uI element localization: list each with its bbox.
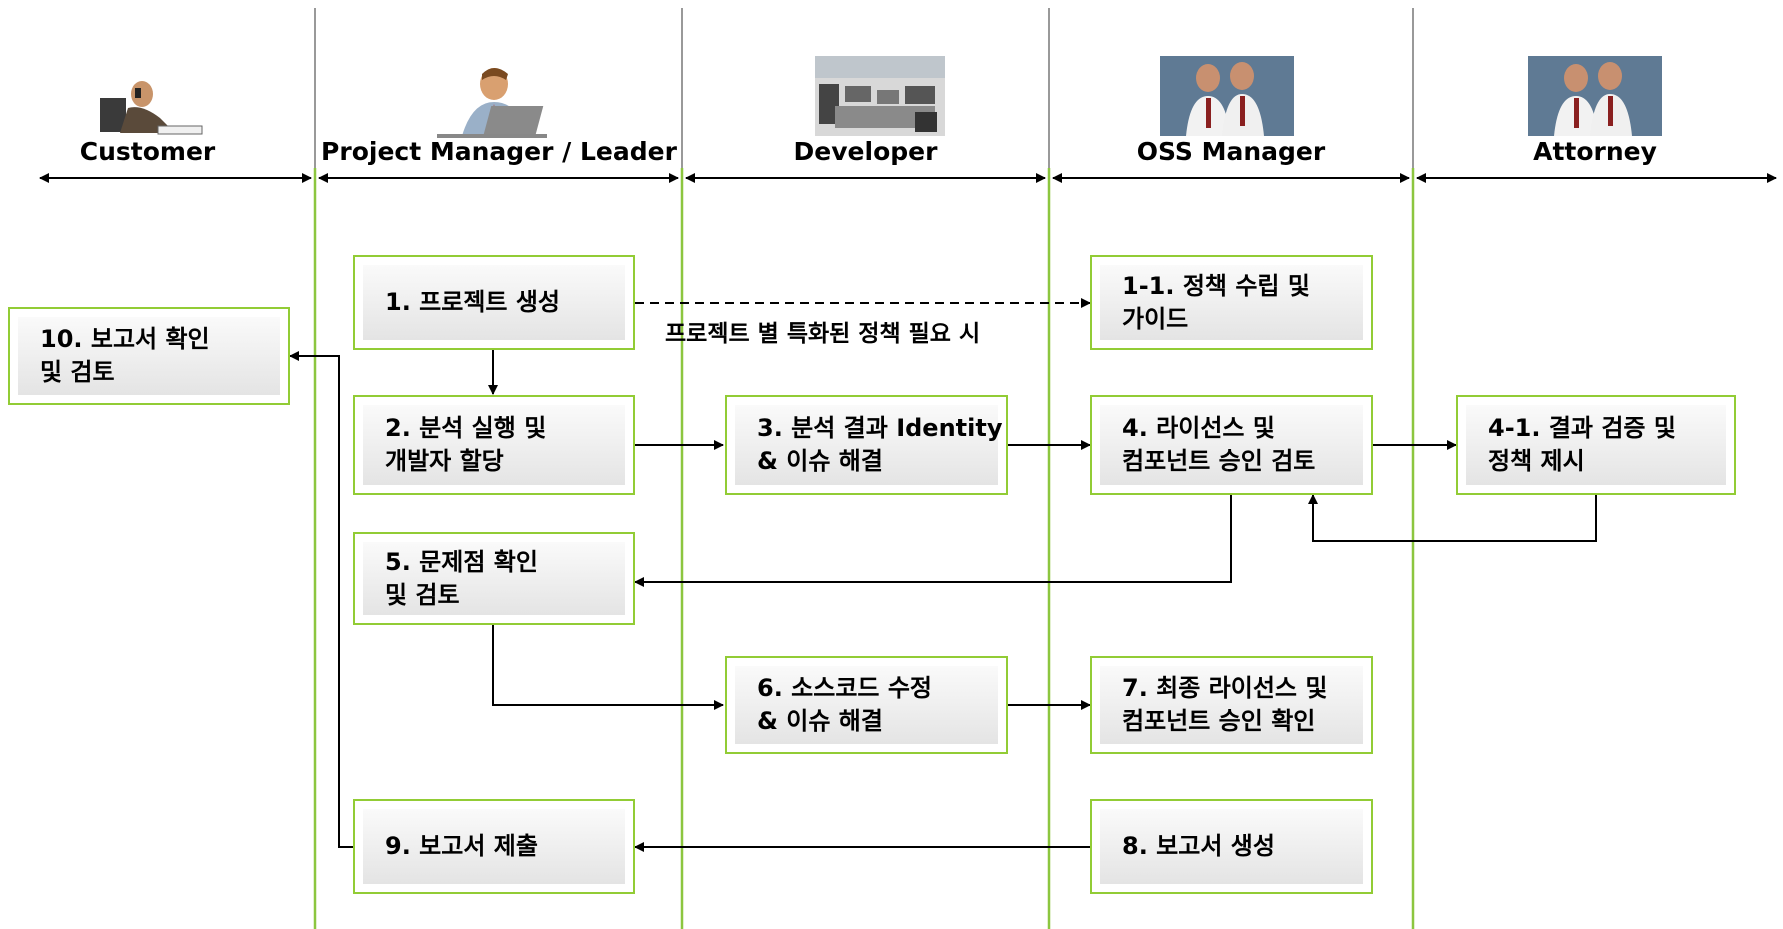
step-6-label: 6. 소스코드 수정 & 이슈 해결: [757, 674, 933, 735]
lane-title-oss-manager: OSS Manager: [1136, 137, 1326, 166]
step-2-label: 2. 분석 실행 및 개발자 할당: [385, 414, 547, 475]
attorney-photo: [1528, 56, 1662, 136]
step-1-label: 1. 프로젝트 생성: [385, 288, 561, 316]
arrow-9-to-10: [289, 351, 353, 848]
step-2-box: 2. 분석 실행 및 개발자 할당: [353, 395, 645, 505]
arrow-4-to-5: [634, 495, 1232, 587]
project-manager-figure-icon: [437, 68, 547, 138]
step-10-label: 10. 보고서 확인 및 검토: [40, 325, 210, 386]
step-6-box: 6. 소스코드 수정 & 이슈 해결: [725, 656, 1018, 764]
developer-office-photo: [815, 56, 945, 136]
step-4-label: 4. 라이선스 및 컴포넌트 승인 검토: [1122, 414, 1316, 475]
step-5-label: 5. 문제점 확인 및 검토: [385, 547, 538, 609]
step-4-box: 4. 라이선스 및 컴포넌트 승인 검토: [1090, 395, 1383, 505]
lane-title-attorney: Attorney: [1533, 137, 1657, 166]
step-9-box: 9. 보고서 제출: [353, 799, 645, 904]
oss-manager-photo: [1160, 56, 1294, 136]
step-3-label: 3. 분석 결과 Identity & 이슈 해결: [757, 414, 1003, 475]
step-3-box: 3. 분석 결과 Identity & 이슈 해결: [725, 395, 1018, 505]
arrow-4-1-to-4: [1308, 494, 1597, 542]
step-8-box: 8. 보고서 생성: [1090, 799, 1383, 904]
step-1-1-label: 1-1. 정책 수립 및 가이드: [1122, 271, 1310, 333]
step-4-1-label: 4-1. 결과 검증 및 정책 제시: [1488, 414, 1676, 475]
step-8-label: 8. 보고서 생성: [1122, 832, 1275, 860]
lane-title-project-manager: Project Manager / Leader: [321, 137, 677, 166]
customer-figure-icon: [100, 81, 203, 135]
step-10-box: 10. 보고서 확인 및 검토: [8, 307, 300, 415]
lane-lines: [313, 168, 1415, 929]
step-1-1-box: 1-1. 정책 수립 및 가이드: [1090, 255, 1383, 360]
flow-connectors: [289, 298, 1597, 852]
step-4-1-box: 4-1. 결과 검증 및 정책 제시: [1456, 395, 1746, 505]
step-7-label: 7. 최종 라이선스 및 컴포넌트 승인 확인: [1122, 674, 1328, 735]
lane-title-developer: Developer: [793, 137, 938, 166]
lane-title-customer: Customer: [79, 137, 216, 166]
header-dividers: [314, 8, 1414, 168]
step-5-box: 5. 문제점 확인 및 검토: [353, 532, 645, 635]
policy-condition-note: 프로젝트 별 특화된 정책 필요 시: [665, 321, 981, 347]
arrow-5-to-6: [492, 625, 724, 710]
step-9-label: 9. 보고서 제출: [385, 832, 538, 860]
step-7-box: 7. 최종 라이선스 및 컴포넌트 승인 확인: [1090, 656, 1383, 764]
step-1-box: 1. 프로젝트 생성: [353, 255, 645, 360]
